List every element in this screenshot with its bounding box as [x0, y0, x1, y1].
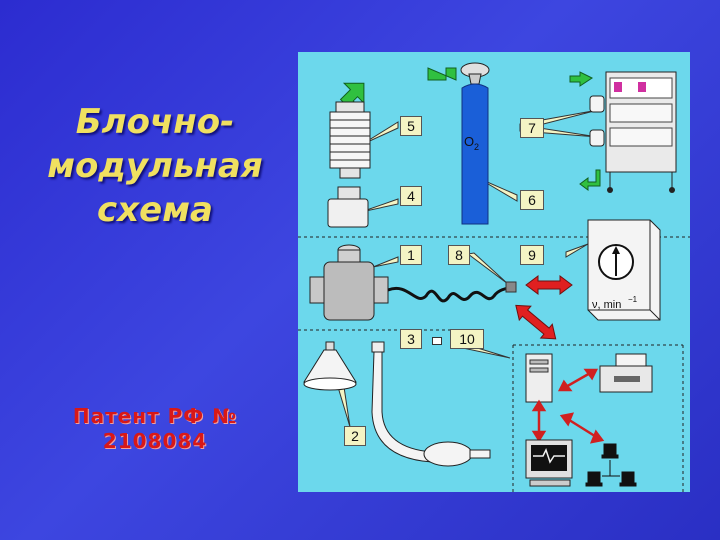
- small-connector-box: [432, 337, 442, 345]
- part-label-3: 3: [400, 329, 422, 349]
- part-label-4: 4: [400, 186, 422, 206]
- part-label-1: 1: [400, 245, 422, 265]
- flow-sensor: [309, 244, 389, 321]
- printer: [599, 353, 653, 393]
- title-line-1: Блочно-: [75, 102, 235, 142]
- data-links: [531, 368, 605, 444]
- network-terminals: [585, 443, 637, 487]
- computer-tower: [525, 353, 553, 403]
- return-arrow-icon: [579, 169, 601, 191]
- oxygen-cylinder: O 2: [460, 62, 490, 225]
- cylinder-housing: [327, 186, 369, 228]
- anesthesia-machine: [589, 71, 677, 193]
- block-diagram: O 2: [298, 52, 690, 492]
- signal-arrow-icon: [525, 275, 573, 295]
- red-arrows: [515, 275, 573, 340]
- return-arrow-icon: [569, 71, 593, 87]
- part-label-5: 5: [400, 116, 422, 136]
- double-arrow-icon: [583, 368, 599, 381]
- monitor: [525, 439, 573, 487]
- part-label-9: 9: [520, 245, 544, 265]
- slide-title: Блочно- модульная схема: [20, 100, 290, 232]
- part-label-7: 7: [520, 118, 544, 138]
- sensor-cable: [387, 286, 513, 303]
- cylinder-gas-label: O: [464, 134, 474, 149]
- title-line-3: схема: [97, 190, 213, 230]
- double-arrow-icon: [589, 429, 605, 444]
- return-arrow-icon: [427, 67, 457, 81]
- double-arrow-icon: [531, 399, 547, 412]
- title-line-2: модульная: [47, 146, 263, 186]
- part-label-10: 10: [450, 329, 484, 349]
- face-mask: [303, 341, 357, 391]
- diagram-canvas: O 2: [298, 62, 690, 492]
- meter-unit-exponent: −1: [628, 295, 638, 304]
- cable-connector: [505, 281, 517, 293]
- cylinder-gas-subscript: 2: [474, 142, 479, 152]
- rate-meter: ν, min −1: [587, 219, 661, 321]
- patent-caption: Патент РФ № 2108084: [40, 404, 270, 454]
- part-label-8: 8: [448, 245, 470, 265]
- part-label-6: 6: [520, 190, 544, 210]
- patent-line-2: 2108084: [102, 429, 208, 453]
- double-arrow-icon: [559, 412, 575, 427]
- bellows: [329, 101, 371, 179]
- patent-line-1: Патент РФ №: [72, 404, 238, 428]
- part-label-2: 2: [344, 426, 366, 446]
- double-arrow-icon: [531, 430, 547, 443]
- endotracheal-tube: [371, 341, 491, 467]
- signal-arrow-icon: [515, 304, 557, 340]
- meter-unit-label: ν, min: [592, 299, 621, 311]
- double-arrow-icon: [557, 379, 573, 392]
